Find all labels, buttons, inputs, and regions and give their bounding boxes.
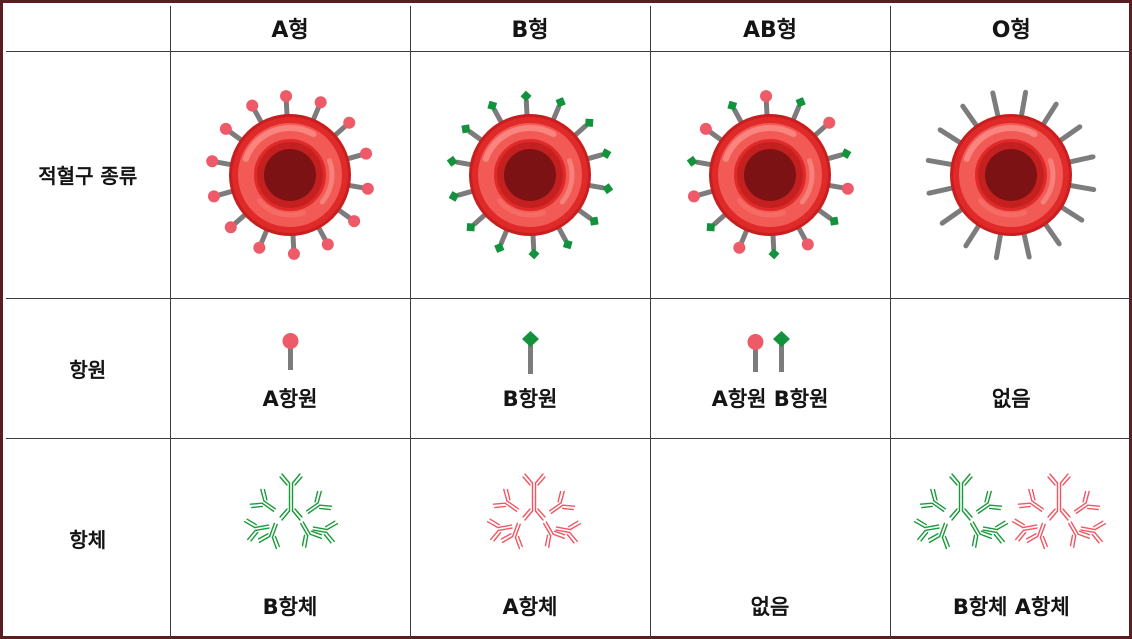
antibody-cell-b: A항체 xyxy=(409,437,651,639)
antibody-icon xyxy=(927,522,950,549)
antibody-icon xyxy=(1046,472,1071,498)
antigen-cell-a: A항원 xyxy=(169,297,411,439)
blood-type-table: A형 B형 AB형 O형 적혈구 종류 항원 A항원 xyxy=(6,6,1132,639)
antibody-cell-o: B항체 A항체 xyxy=(889,437,1132,639)
antibody-icon xyxy=(919,488,946,512)
antigen-cell-ab: A항원 B항원 xyxy=(649,297,891,439)
antigen-label-b: B항원 xyxy=(502,386,558,411)
red-blood-cell-o-icon xyxy=(926,89,1097,260)
header-type-ab: AB형 xyxy=(649,6,891,52)
antibody-icon xyxy=(243,518,270,542)
antibody-label-ab: 없음 xyxy=(750,594,790,619)
antigen-cell-o: 없음 xyxy=(889,297,1132,439)
antibody-a-cluster-icon xyxy=(486,472,581,549)
antibody-label-b: A항체 xyxy=(502,594,558,619)
header-type-o: O형 xyxy=(889,6,1132,52)
header-row: A형 B형 AB형 O형 xyxy=(6,6,1132,52)
antibody-icon xyxy=(981,520,1008,544)
rbc-cell-b xyxy=(409,50,651,299)
antigen-cell-b: B항원 xyxy=(409,297,651,439)
antibody-icon xyxy=(311,520,338,544)
antibody-icon xyxy=(486,518,513,542)
antibody-icon xyxy=(1025,522,1048,549)
antibody-b-cluster-icon xyxy=(913,472,1008,549)
antibody-b-cluster-icon xyxy=(243,472,338,549)
row-label-antibody: 항체 xyxy=(6,437,171,639)
antigen-label-o: 없음 xyxy=(991,386,1031,411)
header-type-b: B형 xyxy=(409,6,651,52)
antibody-icon xyxy=(948,472,973,498)
antigen-ab-icon xyxy=(747,330,790,372)
antibody-icon xyxy=(1046,495,1071,521)
antibody-icon xyxy=(1079,520,1106,544)
antibody-icon xyxy=(500,522,523,549)
rbc-cell-a xyxy=(169,50,411,299)
antibody-icon xyxy=(1067,520,1090,548)
antibody-a-cluster-icon xyxy=(1011,472,1106,549)
antibody-icon xyxy=(1011,518,1038,542)
rbc-row: 적혈구 종류 xyxy=(6,50,1132,299)
antigen-label-a: A항원 xyxy=(262,386,318,411)
antibody-icon xyxy=(299,520,322,548)
antibody-icon xyxy=(521,495,546,521)
antibody-icon xyxy=(948,495,973,521)
antibody-icon xyxy=(278,495,303,521)
antibody-icon xyxy=(969,520,992,548)
antibody-label-o: B항체 A항체 xyxy=(952,594,1070,619)
red-blood-cell-b-icon xyxy=(446,90,614,259)
antibody-icon xyxy=(278,472,303,498)
antibody-icon xyxy=(975,490,1002,514)
rbc-cell-ab xyxy=(649,50,891,299)
antibody-icon xyxy=(257,522,280,549)
antibody-icon xyxy=(521,472,546,498)
antibody-icon xyxy=(913,518,940,542)
antigen-row: 항원 A항원 B항원 A항원 B항원 없음 xyxy=(6,297,1132,439)
red-blood-cell-ab-icon xyxy=(686,89,854,259)
antibody-icon xyxy=(542,520,565,548)
antibody-label-a: B항체 xyxy=(262,594,318,619)
antibody-cell-ab: 없음 xyxy=(649,437,891,639)
antibody-icon xyxy=(492,488,519,512)
antigen-label-ab: A항원 B항원 xyxy=(711,386,829,411)
antibody-cell-a: B항체 xyxy=(169,437,411,639)
row-label-antigen: 항원 xyxy=(6,297,171,439)
red-blood-cell-a-icon xyxy=(206,89,374,260)
header-type-a: A형 xyxy=(169,6,411,52)
corner-cell xyxy=(6,6,171,52)
antigen-b-icon xyxy=(522,330,539,374)
rbc-cell-o xyxy=(889,50,1132,299)
antigen-spikes xyxy=(446,90,614,259)
antibody-icon xyxy=(548,490,575,514)
antibody-row: 항체 B항체 A항체 없음 B항체 A항체 xyxy=(6,437,1132,639)
antibody-icon xyxy=(554,520,581,544)
antibody-icon xyxy=(249,488,276,512)
antigen-a-icon xyxy=(282,332,299,370)
antibody-icon xyxy=(305,490,332,514)
row-label-rbc: 적혈구 종류 xyxy=(6,50,171,299)
antibody-icon xyxy=(1073,490,1100,514)
antibody-icon xyxy=(1017,488,1044,512)
